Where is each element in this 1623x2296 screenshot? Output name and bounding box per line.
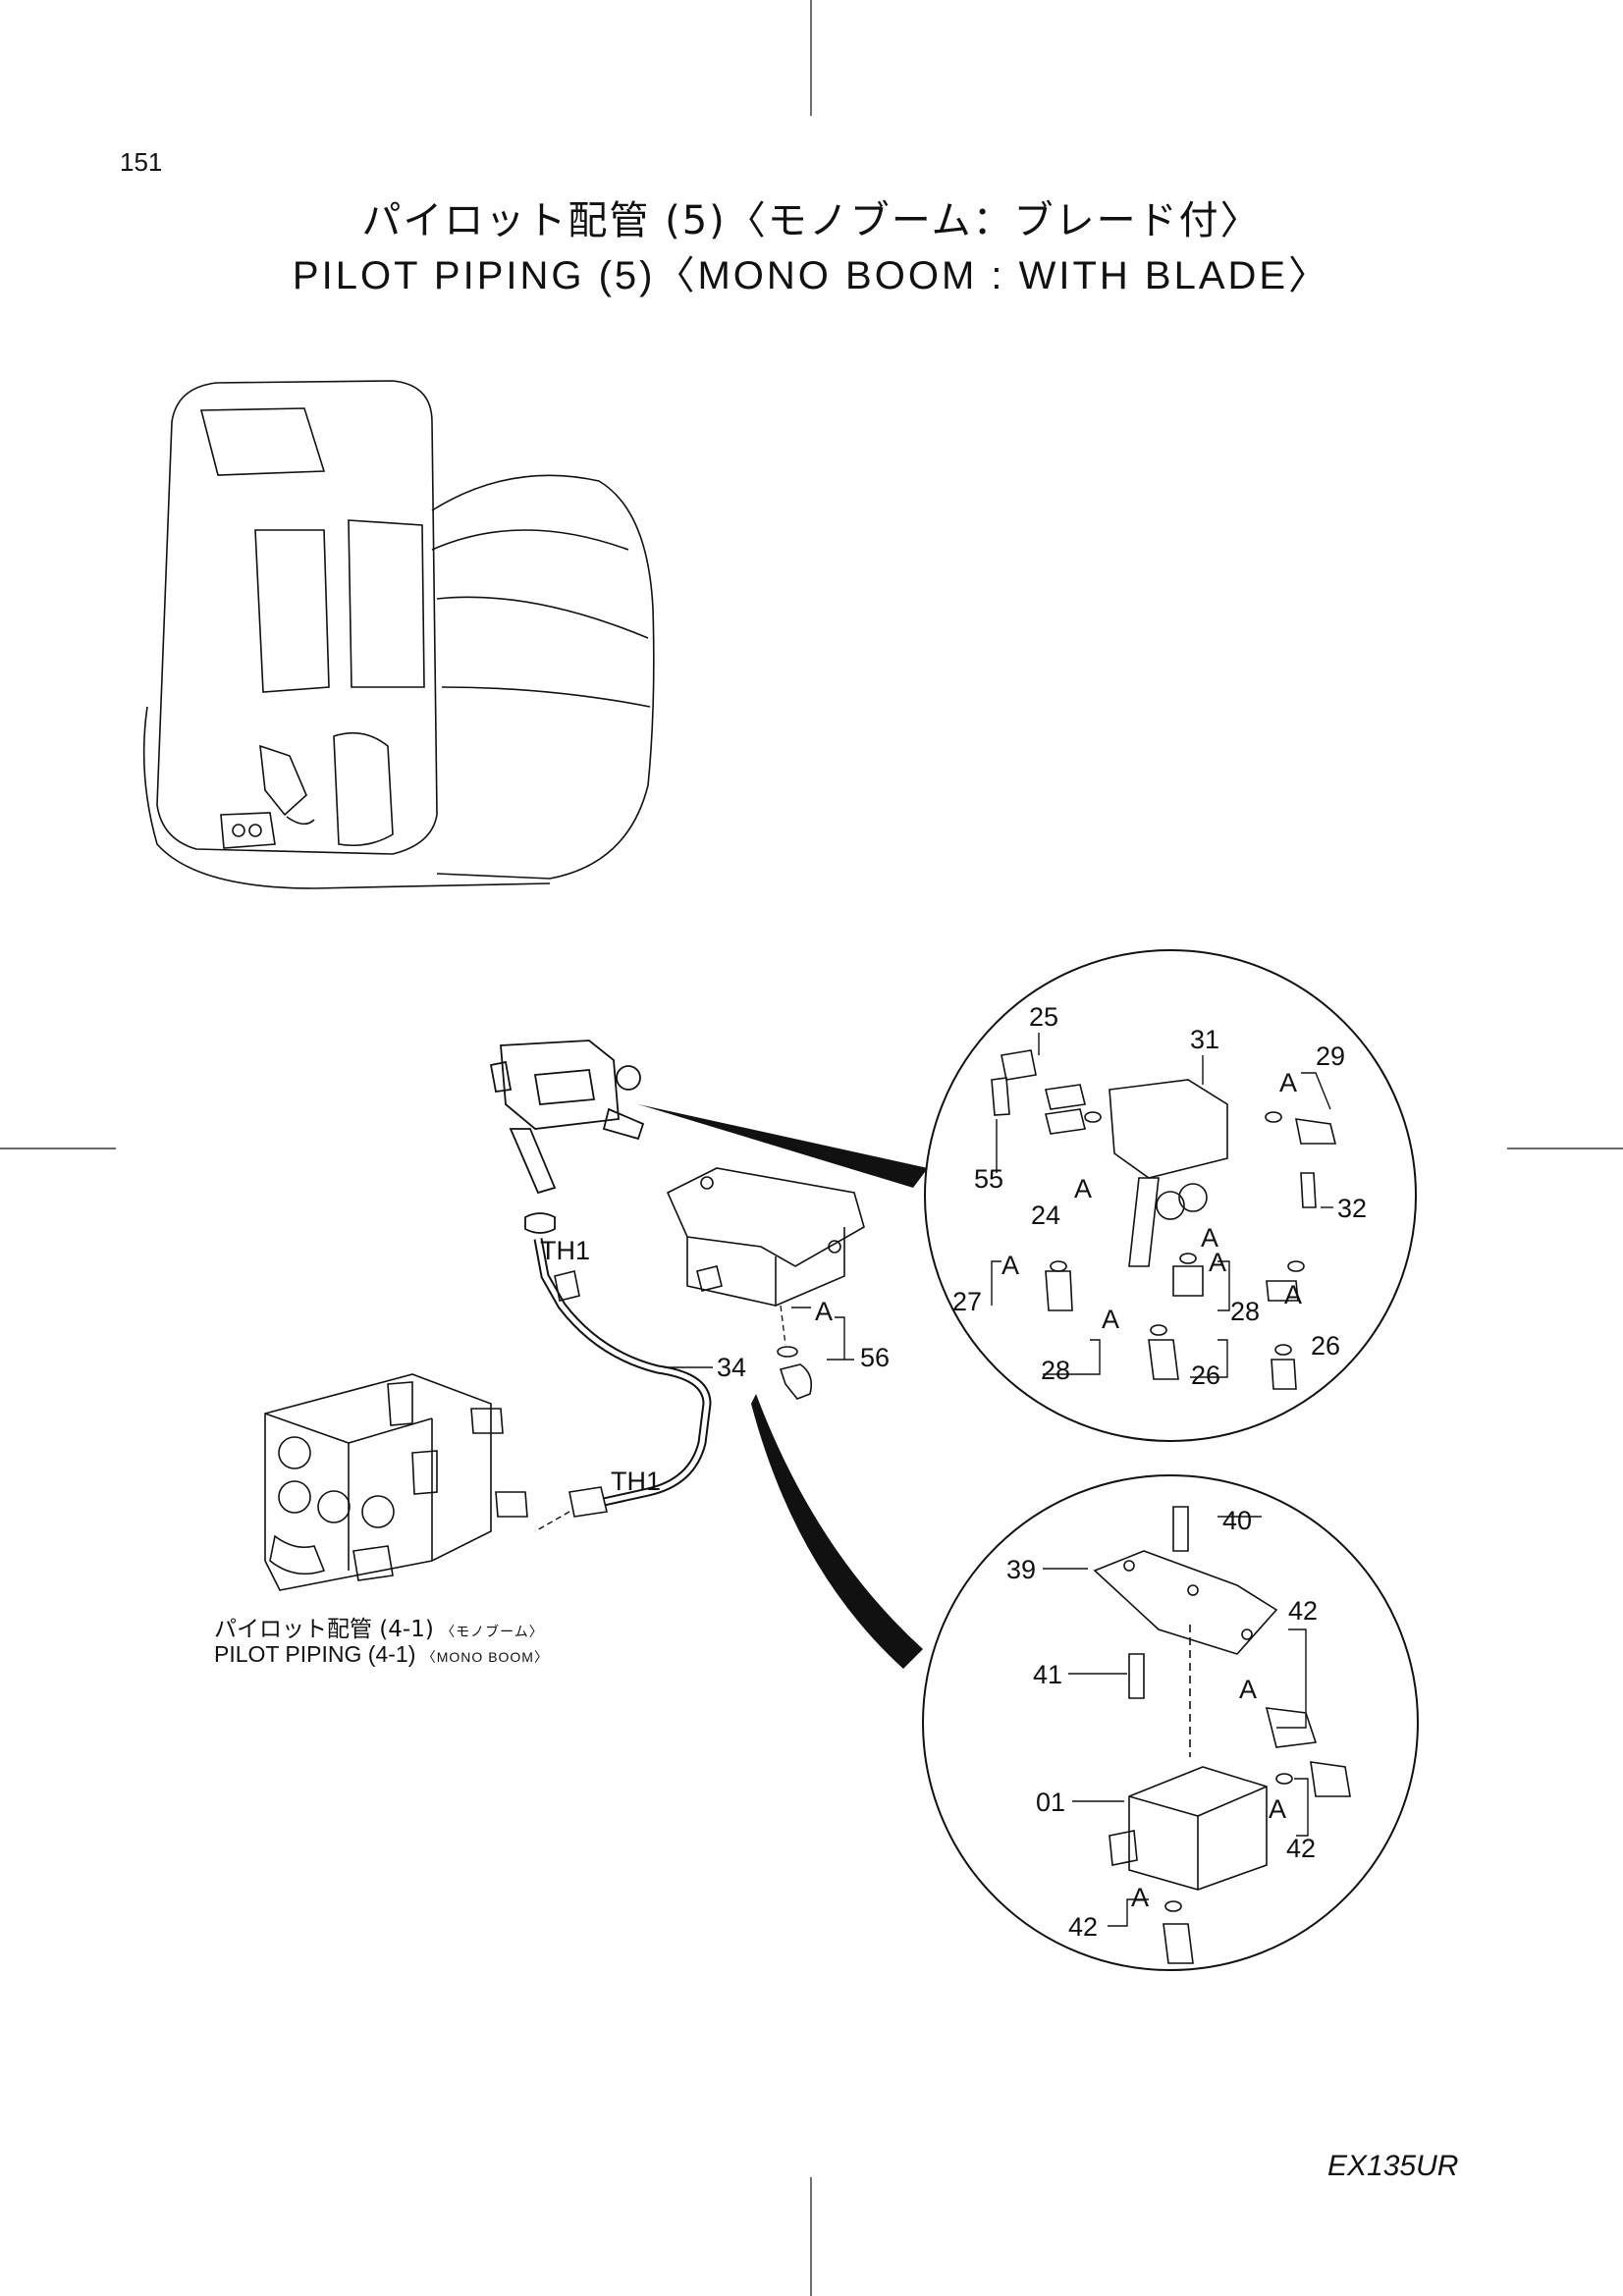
leader-to-bottom-detail [751,1394,923,1669]
reference-caption-jp: パイロット配管 (4-1) 〈モノブーム〉 [214,1610,544,1643]
label-28-left: 28 [1041,1356,1070,1385]
label-a-7: A [1284,1280,1302,1309]
detail-circle-block [922,1474,1419,1971]
label-40: 40 [1222,1506,1252,1535]
label-27: 27 [952,1287,982,1316]
label-41: 41 [1033,1660,1062,1689]
label-31: 31 [1190,1025,1219,1054]
excavator-overview [142,380,655,889]
label-a-6: A [1102,1305,1119,1334]
label-26-right: 26 [1311,1331,1340,1361]
label-55: 55 [974,1164,1003,1194]
model-code: EX135UR [1327,2150,1459,2182]
page-title-jp: パイロット配管 (5)〈モノブーム：ブレード付〉 [361,198,1262,243]
label-32: 32 [1337,1194,1367,1223]
label-a-main: A [815,1297,833,1326]
label-a-2: A [1074,1174,1092,1203]
page-title-en: PILOT PIPING (5)〈MONO BOOM : WITH BLADE〉 [292,254,1331,297]
label-26-left: 26 [1191,1361,1220,1390]
label-a-10: A [1131,1883,1149,1912]
label-25: 25 [1029,1002,1058,1032]
control-valve-block [264,1373,528,1591]
label-56: 56 [860,1343,890,1372]
label-42-bottom: 42 [1068,1912,1098,1942]
label-42-top: 42 [1288,1596,1318,1626]
label-34: 34 [717,1353,746,1382]
label-24: 24 [1031,1201,1060,1230]
label-42-right: 42 [1286,1834,1316,1863]
callout-leaders [664,1033,1333,1927]
label-39: 39 [1006,1555,1036,1584]
label-th1-top: TH1 [540,1236,590,1265]
detail-circle-valve [924,949,1417,1442]
leader-to-top-detail [638,1104,928,1188]
reference-title-jp: パイロット配管 (4-1) [214,1617,434,1642]
label-a-9: A [1269,1794,1286,1824]
reference-tag-jp: 〈モノブーム〉 [441,1625,544,1640]
callout-labels: TH1 34 56 A TH1 25 31 29 55 24 32 27 28 … [540,1002,1367,1942]
label-01: 01 [1036,1788,1065,1817]
pilot-valve-assembly [489,1040,645,1234]
label-a-5: A [1209,1248,1226,1277]
page-number: 151 [120,147,163,177]
label-a-3: A [1001,1251,1019,1280]
label-29: 29 [1316,1041,1345,1071]
pilot-hose-34 [533,1238,712,1532]
label-a-4: A [1201,1223,1218,1253]
solenoid-block-assembly [666,1167,865,1400]
reference-title-en: PILOT PIPING (4-1) [214,1641,416,1667]
reference-tag-en: 〈MONO BOOM〉 [421,1649,549,1665]
reference-caption-en: PILOT PIPING (4-1) 〈MONO BOOM〉 [214,1641,549,1668]
label-a-1: A [1279,1068,1297,1097]
label-th1-bottom: TH1 [611,1467,661,1496]
label-a-8: A [1239,1675,1257,1704]
label-28-right: 28 [1230,1297,1260,1326]
